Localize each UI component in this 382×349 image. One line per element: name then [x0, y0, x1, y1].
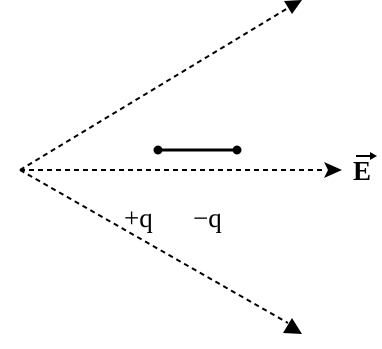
arrow-head-middle — [324, 162, 342, 178]
positive-charge-dot — [153, 145, 163, 155]
negative-charge-label: −q — [193, 203, 222, 233]
field-line-lower — [19, 169, 289, 324]
positive-charge-label: +q — [124, 203, 153, 233]
vector-arrow-icon — [356, 152, 377, 160]
field-line-upper — [19, 7, 289, 171]
arrow-head-lower — [283, 318, 302, 334]
arrow-head-upper — [284, 0, 302, 14]
electric-field-label: E — [353, 156, 372, 186]
negative-charge-dot — [232, 145, 242, 155]
